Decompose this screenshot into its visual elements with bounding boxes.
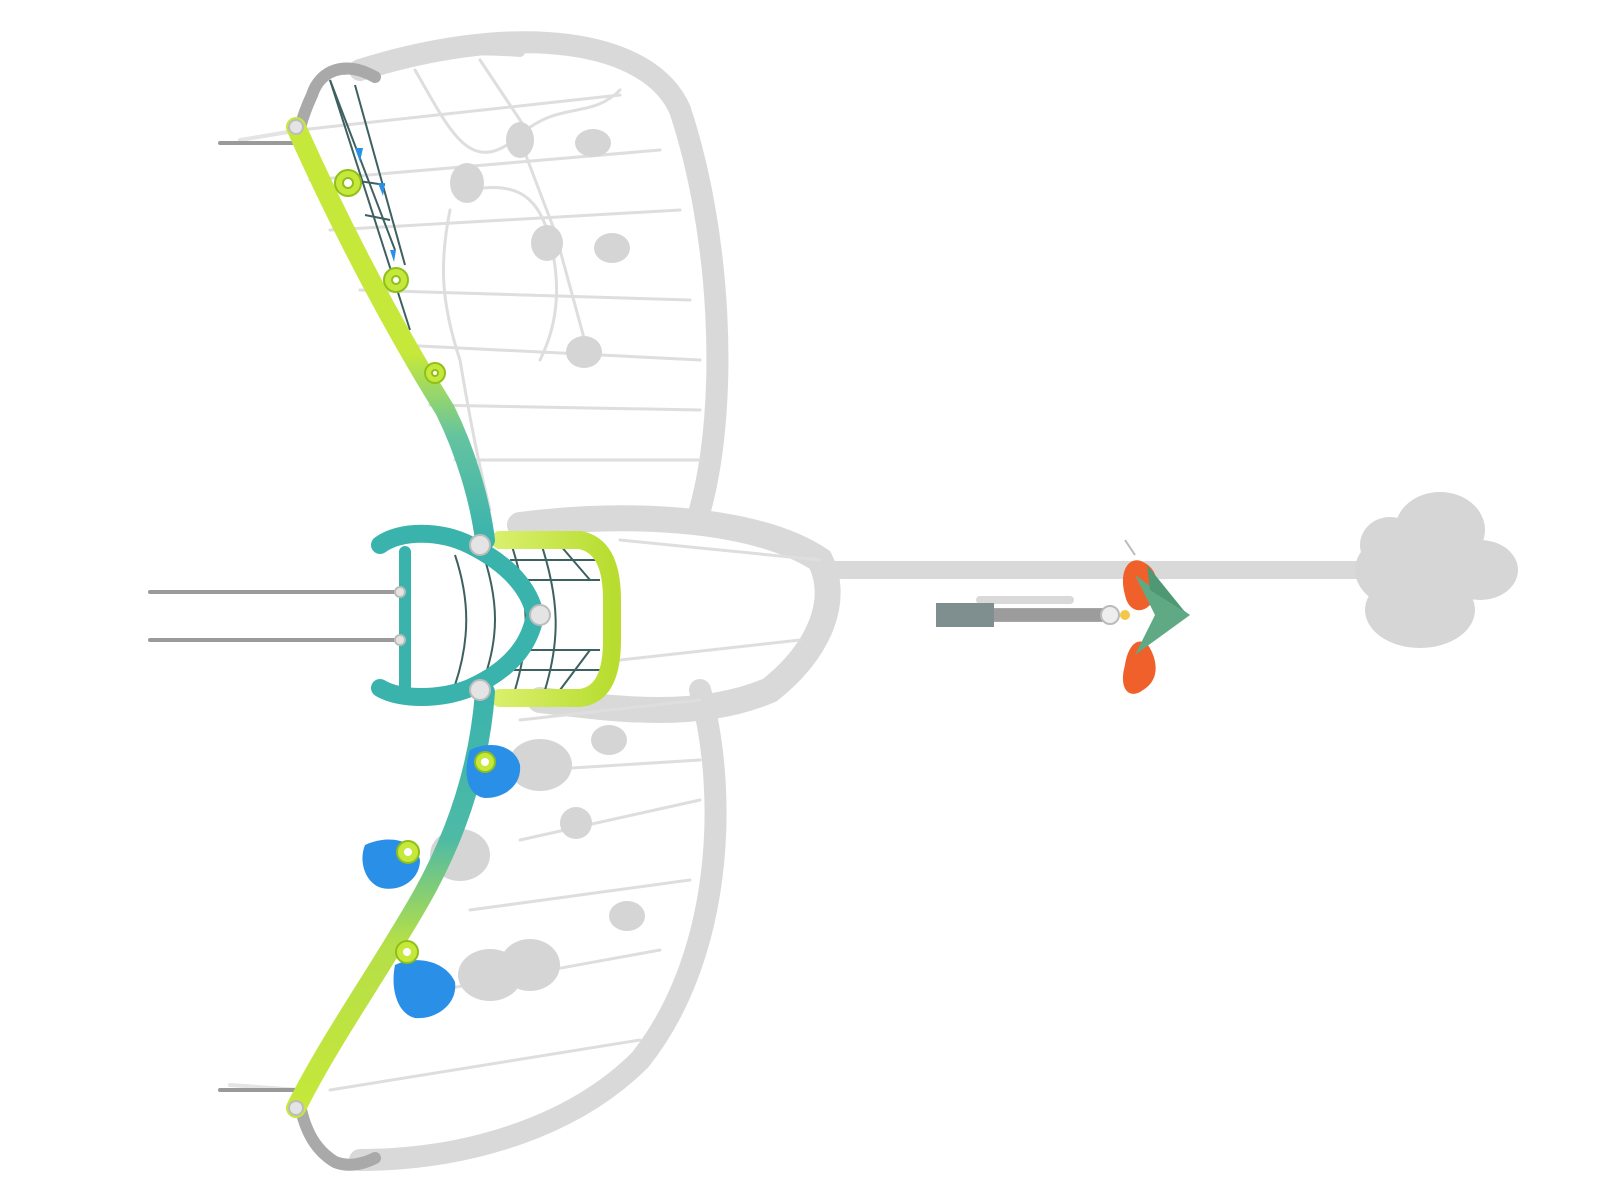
lower-blue-holds[interactable] (362, 745, 521, 1019)
lower-arch-shadow (349, 679, 727, 1171)
rope-blue-wedges (355, 148, 396, 262)
top-end-frame (294, 62, 381, 134)
climbing-hold-icon (334, 169, 362, 197)
upper-frame-shadow (340, 45, 525, 75)
ground-stakes (148, 141, 402, 1092)
flower-shadow (1355, 492, 1518, 648)
climbing-hold-icon (383, 267, 409, 293)
upper-arch-shadow (349, 31, 729, 521)
bottom-end-frame (294, 1099, 381, 1171)
climbing-hold-icon (362, 839, 420, 889)
hub-frame (371, 524, 545, 706)
climbing-hold-icon (424, 362, 446, 384)
climbing-hold-icon (466, 745, 521, 798)
upper-lime-holds[interactable] (334, 169, 446, 384)
grey-end-frames (294, 62, 381, 1171)
lower-curved-rail (286, 682, 495, 1118)
flower-topper-icon (1122, 539, 1190, 694)
upper-curved-rail (286, 117, 495, 550)
climbing-hold-icon (393, 940, 456, 1019)
beam-clamp (936, 603, 994, 627)
shadow-layer (228, 31, 1409, 1171)
flower-petal-bottom (1122, 641, 1156, 694)
flower-green-cap (1135, 575, 1190, 655)
